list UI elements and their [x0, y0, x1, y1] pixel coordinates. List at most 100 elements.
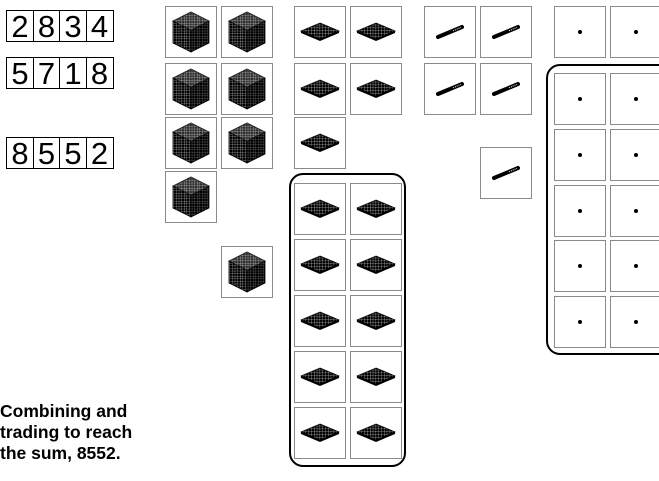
hundreds-flat [294, 407, 346, 459]
digit-box: 8 [85, 57, 114, 89]
thousands-block [221, 6, 273, 58]
ones-unit [554, 185, 606, 237]
tens-rod [424, 63, 476, 115]
ten-rod-icon [491, 165, 521, 181]
hundreds-flat [350, 295, 402, 347]
digit-box: 1 [59, 57, 87, 89]
hundreds-trade-group [289, 173, 406, 467]
thousands-block [165, 171, 217, 223]
hundreds-flat [350, 239, 402, 291]
unit-dot-icon [577, 319, 583, 325]
hundred-flat-icon [300, 199, 340, 219]
thousands-block [221, 63, 273, 115]
ones-unit [554, 129, 606, 181]
digit-box: 5 [59, 137, 87, 169]
thousands-block [221, 117, 273, 169]
hundred-flat-icon [356, 199, 396, 219]
hundreds-flat [350, 63, 402, 115]
thousand-cube-icon [227, 10, 267, 54]
tens-rod [480, 63, 532, 115]
hundred-flat-icon [300, 311, 340, 331]
ones-unit [554, 6, 606, 58]
digit-box: 5 [32, 137, 61, 169]
caption-line: Combining and [0, 401, 128, 421]
hundred-flat-icon [300, 79, 340, 99]
thousands-block [165, 63, 217, 115]
hundred-flat-icon [300, 133, 340, 153]
hundreds-flat [294, 239, 346, 291]
ones-unit [610, 73, 659, 125]
ones-unit [610, 185, 659, 237]
unit-dot-icon [633, 29, 639, 35]
unit-dot-icon [633, 319, 639, 325]
tens-rod [480, 6, 532, 58]
hundreds-flat [294, 6, 346, 58]
ten-rod-icon [491, 81, 521, 97]
digit-box: 8 [6, 137, 34, 169]
thousand-cube-icon [171, 175, 211, 219]
ones-unit [610, 129, 659, 181]
thousand-cube-icon [171, 10, 211, 54]
digit-box: 3 [59, 10, 87, 42]
thousand-cube-icon [171, 121, 211, 165]
hundred-flat-icon [300, 367, 340, 387]
ones-unit [554, 296, 606, 348]
tens-rod [424, 6, 476, 58]
hundred-flat-icon [356, 79, 396, 99]
unit-dot-icon [577, 263, 583, 269]
hundred-flat-icon [356, 22, 396, 42]
ones-unit [610, 296, 659, 348]
caption-line: trading to reach [0, 422, 133, 442]
ten-rod-icon [491, 24, 521, 40]
digit-box: 2 [6, 10, 34, 42]
hundreds-flat [350, 351, 402, 403]
hundred-flat-icon [300, 22, 340, 42]
thousands-block [165, 6, 217, 58]
ten-rod-icon [435, 81, 465, 97]
thousand-cube-icon [227, 121, 267, 165]
unit-dot-icon [633, 208, 639, 214]
unit-dot-icon [633, 96, 639, 102]
ones-unit [610, 6, 659, 58]
addend-1: 2 8 3 4 [6, 10, 114, 42]
ten-rod-icon [435, 24, 465, 40]
hundreds-flat [294, 183, 346, 235]
digit-box: 8 [32, 10, 61, 42]
hundred-flat-icon [356, 367, 396, 387]
caption-line: the sum, 8552. [0, 443, 121, 463]
sum: 8 5 5 2 [6, 137, 114, 169]
unit-dot-icon [577, 29, 583, 35]
hundred-flat-icon [300, 255, 340, 275]
unit-dot-icon [633, 263, 639, 269]
digit-box: 7 [32, 57, 61, 89]
thousand-cube-icon [171, 67, 211, 111]
digit-box: 4 [85, 10, 114, 42]
hundred-flat-icon [356, 255, 396, 275]
unit-dot-icon [633, 152, 639, 158]
digit-box: 2 [85, 137, 114, 169]
hundreds-flat [350, 6, 402, 58]
thousands-block [165, 117, 217, 169]
addend-2: 5 7 1 8 [6, 57, 114, 89]
hundred-flat-icon [356, 423, 396, 443]
unit-dot-icon [577, 152, 583, 158]
hundreds-flat [294, 351, 346, 403]
ones-unit [554, 73, 606, 125]
unit-dot-icon [577, 208, 583, 214]
hundreds-flat [294, 295, 346, 347]
digit-box: 5 [6, 57, 34, 89]
tens-rod [480, 147, 532, 199]
hundred-flat-icon [356, 311, 396, 331]
caption: Combining and trading to reach the sum, … [0, 401, 200, 464]
thousands-block [221, 246, 273, 298]
hundred-flat-icon [300, 423, 340, 443]
hundreds-flat [350, 407, 402, 459]
ones-unit [554, 240, 606, 292]
ones-trade-group [546, 64, 659, 355]
unit-dot-icon [577, 96, 583, 102]
hundreds-flat [350, 183, 402, 235]
hundreds-flat [294, 63, 346, 115]
hundreds-flat [294, 117, 346, 169]
ones-unit [610, 240, 659, 292]
thousand-cube-icon [227, 67, 267, 111]
